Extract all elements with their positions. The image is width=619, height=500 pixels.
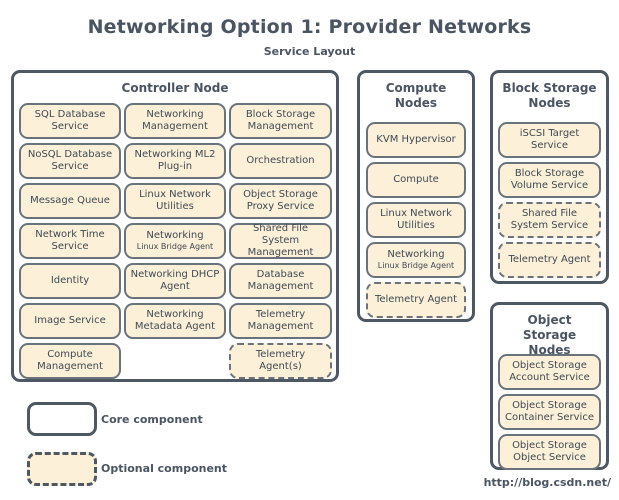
component-label: Telemetry Agent(s) bbox=[255, 349, 306, 372]
component-message-queue: Message Queue bbox=[19, 183, 121, 219]
component-image-service: Image Service bbox=[19, 303, 121, 339]
component-label: Networking Management bbox=[142, 109, 208, 132]
component-iscsi-target-service: iSCSI Target Service bbox=[498, 122, 601, 158]
component-block-storage-management: Block Storage Management bbox=[229, 103, 332, 139]
component-label: Compute bbox=[393, 174, 439, 185]
component-compute-linux-network-utilities: Linux Network Utilities bbox=[366, 202, 466, 238]
component-linux-network-utilities: Linux Network Utilities bbox=[124, 183, 226, 219]
component-label: iSCSI Target Service bbox=[519, 128, 580, 151]
legend-optional-label: Optional component bbox=[101, 462, 228, 475]
component-compute-telemetry-agent: Telemetry Agent bbox=[366, 282, 466, 318]
component-object-storage-container-service: Object Storage Container Service bbox=[498, 394, 601, 430]
footer-url: http://blog.csdn.net/ bbox=[483, 476, 611, 489]
component-network-time-service: Network Time Service bbox=[19, 223, 121, 259]
component-networking-metadata-agent: Networking Metadata Agent bbox=[124, 303, 226, 339]
component-label: Block Storage Volume Service bbox=[510, 168, 589, 191]
component-shared-file-system-service: Shared File System Service bbox=[498, 202, 601, 238]
component-telemetry-agents: Telemetry Agent(s) bbox=[229, 343, 332, 379]
legend-optional-swatch bbox=[27, 452, 97, 486]
component-sublabel: Linux Bridge Agent bbox=[377, 261, 455, 270]
component-label: Linux Network Utilities bbox=[139, 189, 211, 212]
diagram-subtitle: Service Layout bbox=[263, 45, 356, 58]
component-orchestration: Orchestration bbox=[229, 143, 332, 179]
component-label: Database Management bbox=[247, 269, 314, 292]
component-label: Telemetry Agent bbox=[508, 254, 591, 265]
component-label: Object Storage Proxy Service bbox=[243, 189, 318, 212]
component-label: Shared File System Service bbox=[510, 208, 589, 231]
component-networking-management: Networking Management bbox=[124, 103, 226, 139]
component-label: Networking ML2 Plug-in bbox=[134, 149, 216, 172]
component-label: Block Storage Management bbox=[245, 109, 316, 132]
component-label: Message Queue bbox=[30, 195, 110, 206]
component-label: Image Service bbox=[34, 315, 106, 326]
component-database-management: Database Management bbox=[229, 263, 332, 299]
component-label: Networking bbox=[387, 249, 445, 260]
component-shared-file-system-management: Shared File System Management bbox=[229, 223, 332, 259]
component-nosql-database-service: NoSQL Database Service bbox=[19, 143, 121, 179]
component-identity: Identity bbox=[19, 263, 121, 299]
component-label: Shared File System Management bbox=[247, 223, 314, 258]
block-storage-nodes-title: Block Storage Nodes bbox=[502, 81, 597, 110]
component-object-storage-proxy-service: Object Storage Proxy Service bbox=[229, 183, 332, 219]
component-networking-dhcp-agent: Networking DHCP Agent bbox=[124, 263, 226, 299]
component-label: Networking DHCP Agent bbox=[130, 269, 220, 292]
legend-core-swatch bbox=[27, 402, 97, 436]
component-label: Object Storage Container Service bbox=[504, 400, 594, 423]
component-object-storage-account-service: Object Storage Account Service bbox=[498, 354, 601, 390]
component-compute: Compute bbox=[366, 162, 466, 198]
legend-core-label: Core component bbox=[101, 413, 203, 426]
component-label: Networking Metadata Agent bbox=[134, 309, 216, 332]
component-label: Telemetry Management bbox=[247, 309, 314, 332]
component-kvm-hypervisor: KVM Hypervisor bbox=[366, 122, 466, 158]
component-label: Compute Management bbox=[37, 349, 103, 372]
component-label: Identity bbox=[50, 275, 90, 286]
compute-nodes-title: Compute Nodes bbox=[385, 81, 447, 110]
component-sql-database-service: SQL Database Service bbox=[19, 103, 121, 139]
component-label: SQL Database Service bbox=[34, 109, 106, 132]
object-storage-nodes-title: Object Storage Nodes bbox=[522, 313, 577, 357]
component-compute-management: Compute Management bbox=[19, 343, 121, 379]
component-label: KVM Hypervisor bbox=[376, 134, 456, 145]
component-block-telemetry-agent: Telemetry Agent bbox=[498, 242, 601, 278]
component-label: Object Storage Object Service bbox=[512, 440, 587, 463]
component-label: Network Time Service bbox=[35, 229, 105, 252]
component-label: Object Storage Account Service bbox=[509, 360, 590, 383]
component-label: Networking bbox=[146, 230, 204, 241]
component-sublabel: Linux Bridge Agent bbox=[136, 242, 214, 251]
component-label: NoSQL Database Service bbox=[27, 149, 113, 172]
component-label: Linux Network Utilities bbox=[380, 208, 452, 231]
diagram-title: Networking Option 1: Provider Networks bbox=[87, 16, 532, 38]
component-telemetry-management: Telemetry Management bbox=[229, 303, 332, 339]
component-label: Telemetry Agent bbox=[374, 294, 458, 305]
controller-node-title: Controller Node bbox=[121, 81, 229, 95]
component-networking-ml2-plugin: Networking ML2 Plug-in bbox=[124, 143, 226, 179]
component-label: Orchestration bbox=[246, 155, 315, 166]
component-block-storage-volume-service: Block Storage Volume Service bbox=[498, 162, 601, 198]
component-object-storage-object-service: Object Storage Object Service bbox=[498, 434, 601, 470]
